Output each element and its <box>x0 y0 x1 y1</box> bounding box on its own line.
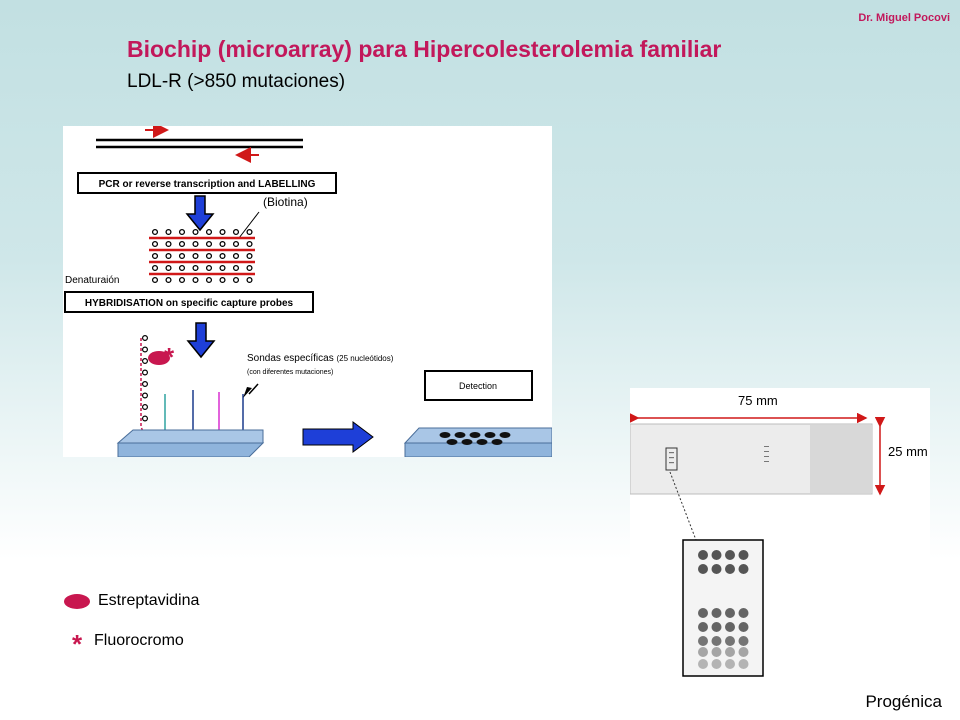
array-markers <box>669 446 769 464</box>
hybridisation-box-label: HYBRIDISATION on specific capture probes <box>85 298 294 309</box>
slide-label-area <box>810 425 872 493</box>
hybridisation-box <box>64 291 314 313</box>
labelled-amplicons-icon <box>149 228 255 284</box>
zoom-guide-line <box>669 471 697 541</box>
workflow-diagram: PCR or reverse transcription and LABELLI… <box>63 122 553 458</box>
dna-double-strand-icon <box>96 138 303 149</box>
fluorochrome-star-icon: * <box>164 342 175 372</box>
glass-slide-icon <box>116 429 265 458</box>
slide-title: Biochip (microarray) para Hipercolestero… <box>127 36 722 62</box>
biotina-label: (Biotina) <box>263 195 308 209</box>
array-spots-icon <box>698 550 749 669</box>
biochip-image: 75 mm 25 mm <box>629 388 930 680</box>
streptavidin-icon <box>148 351 170 365</box>
streptavidin-legend-label: Estreptavidina <box>98 592 200 609</box>
author-label: Dr. Miguel Pocovi <box>858 12 950 24</box>
process-arrow-right-icon <box>302 421 374 453</box>
detection-box <box>424 370 533 401</box>
hybridisation-spots-icon <box>439 432 511 445</box>
spot-array-small <box>665 447 678 471</box>
process-arrow-down-icon <box>186 322 216 359</box>
chip-width-label: 75 mm <box>738 393 778 408</box>
streptavidin-legend-icon <box>64 594 90 609</box>
pcr-box-label: PCR or reverse transcription and LABELLI… <box>99 179 316 190</box>
process-arrow-down-icon <box>185 195 215 232</box>
detection-box-label: Detection <box>459 381 497 391</box>
biotina-pointer-line <box>238 211 260 239</box>
probes-label: Sondas específicas (25 nucleótidos) <box>247 353 394 364</box>
brand-footer: Progénica <box>865 692 942 711</box>
fluorochrome-legend-label: Fluorocromo <box>94 632 184 649</box>
spot-array-zoom <box>682 539 764 677</box>
pcr-box <box>77 172 337 194</box>
glass-slide-spotted-icon <box>403 427 553 458</box>
probes-pointer-line <box>248 383 259 395</box>
biochip-svg: 75 mm 25 mm <box>629 393 928 677</box>
chip-height-label: 25 mm <box>888 444 928 459</box>
probes-sublabel: (con diferentes mutaciones) <box>247 369 333 376</box>
slide-subtitle: LDL-R (>850 mutaciones) <box>127 71 346 92</box>
hybridised-target-icon <box>140 335 156 439</box>
probes-pointer-head-icon <box>243 387 252 398</box>
workflow-svg: PCR or reverse transcription and LABELLI… <box>64 122 553 458</box>
fluorochrome-legend-icon: * <box>72 629 83 659</box>
denaturation-label: Denaturaión <box>65 275 119 286</box>
